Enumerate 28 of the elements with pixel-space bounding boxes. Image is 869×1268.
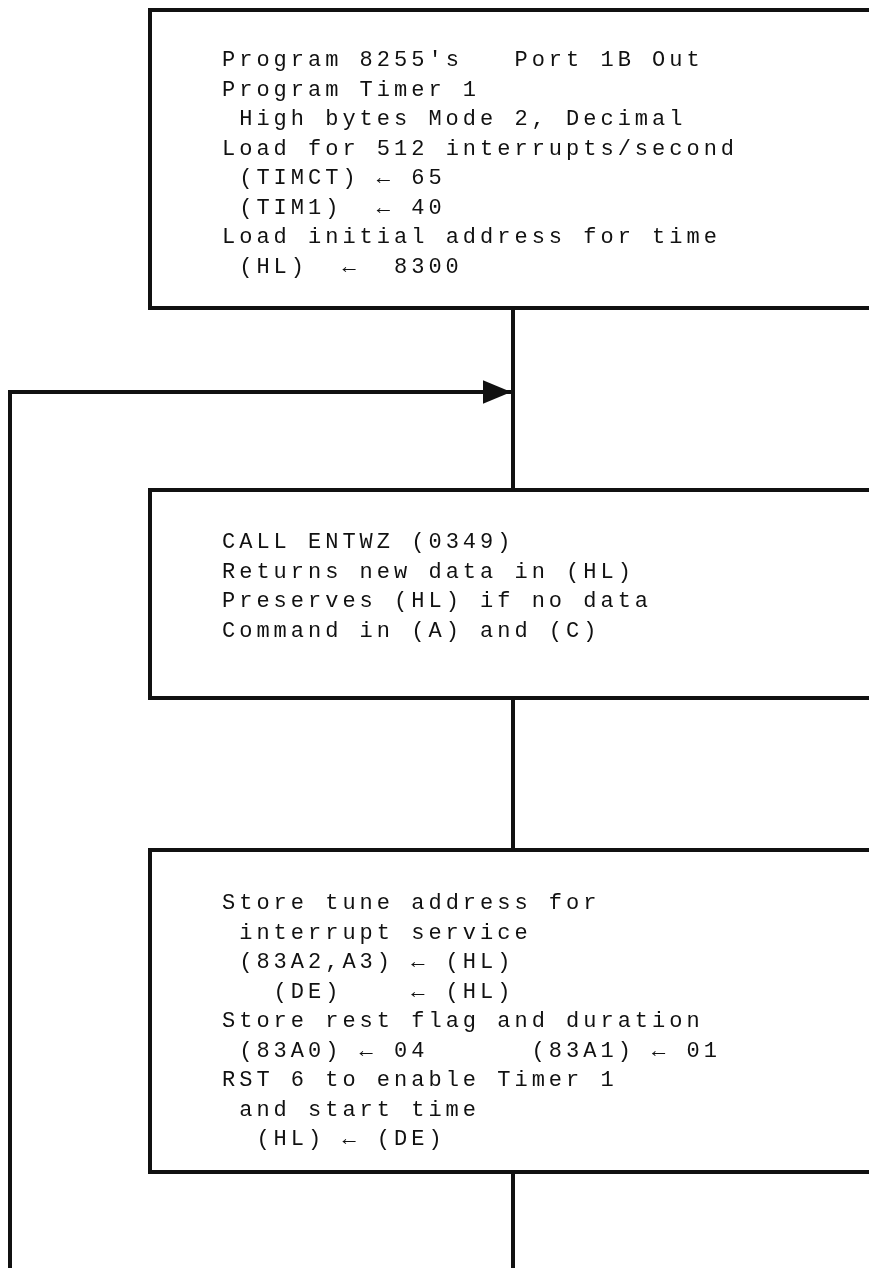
- step-text: Store tune address for: [222, 890, 601, 918]
- step-text: (TIMCT) ← 65: [239, 165, 446, 193]
- step-text: interrupt service: [239, 919, 532, 948]
- process-box: [148, 8, 869, 310]
- step-text: RST 6 to enable Timer 1: [222, 1067, 618, 1095]
- step-text: (DE) ← (HL): [273, 978, 515, 1007]
- connector-line: [511, 1174, 515, 1268]
- connector-line: [511, 700, 515, 848]
- step-text: CALL ENTWZ (0349): [222, 529, 515, 557]
- step-text: Command in (A) and (C): [222, 617, 601, 646]
- step-text: Load initial address for time: [222, 224, 721, 252]
- step-text: (83A2,A3) ← (HL): [239, 949, 515, 977]
- step-text: (TIM1) ← 40: [239, 194, 446, 223]
- connector-line: [511, 310, 515, 488]
- process-box: [148, 848, 869, 1174]
- step-text: Store rest flag and duration: [222, 1008, 704, 1036]
- step-text: (HL) ← (DE): [256, 1126, 446, 1154]
- step-text: and start time: [239, 1096, 481, 1125]
- step-text: Preserves (HL) if no data: [222, 588, 653, 616]
- step-text: Returns new data in (HL): [222, 558, 635, 587]
- arrow: [8, 380, 511, 1268]
- step-text: (HL) ← 8300: [239, 253, 463, 282]
- step-text: Program 8255's Port 1B Out: [222, 47, 704, 75]
- step-text: (83A0) ← 04 (83A1) ← 01: [239, 1037, 721, 1066]
- step-text: Load for 512 interrupts/second: [222, 135, 739, 164]
- step-text: Program Timer 1: [222, 76, 481, 105]
- step-text: High bytes Mode 2, Decimal: [239, 106, 687, 134]
- process-box: [148, 488, 869, 700]
